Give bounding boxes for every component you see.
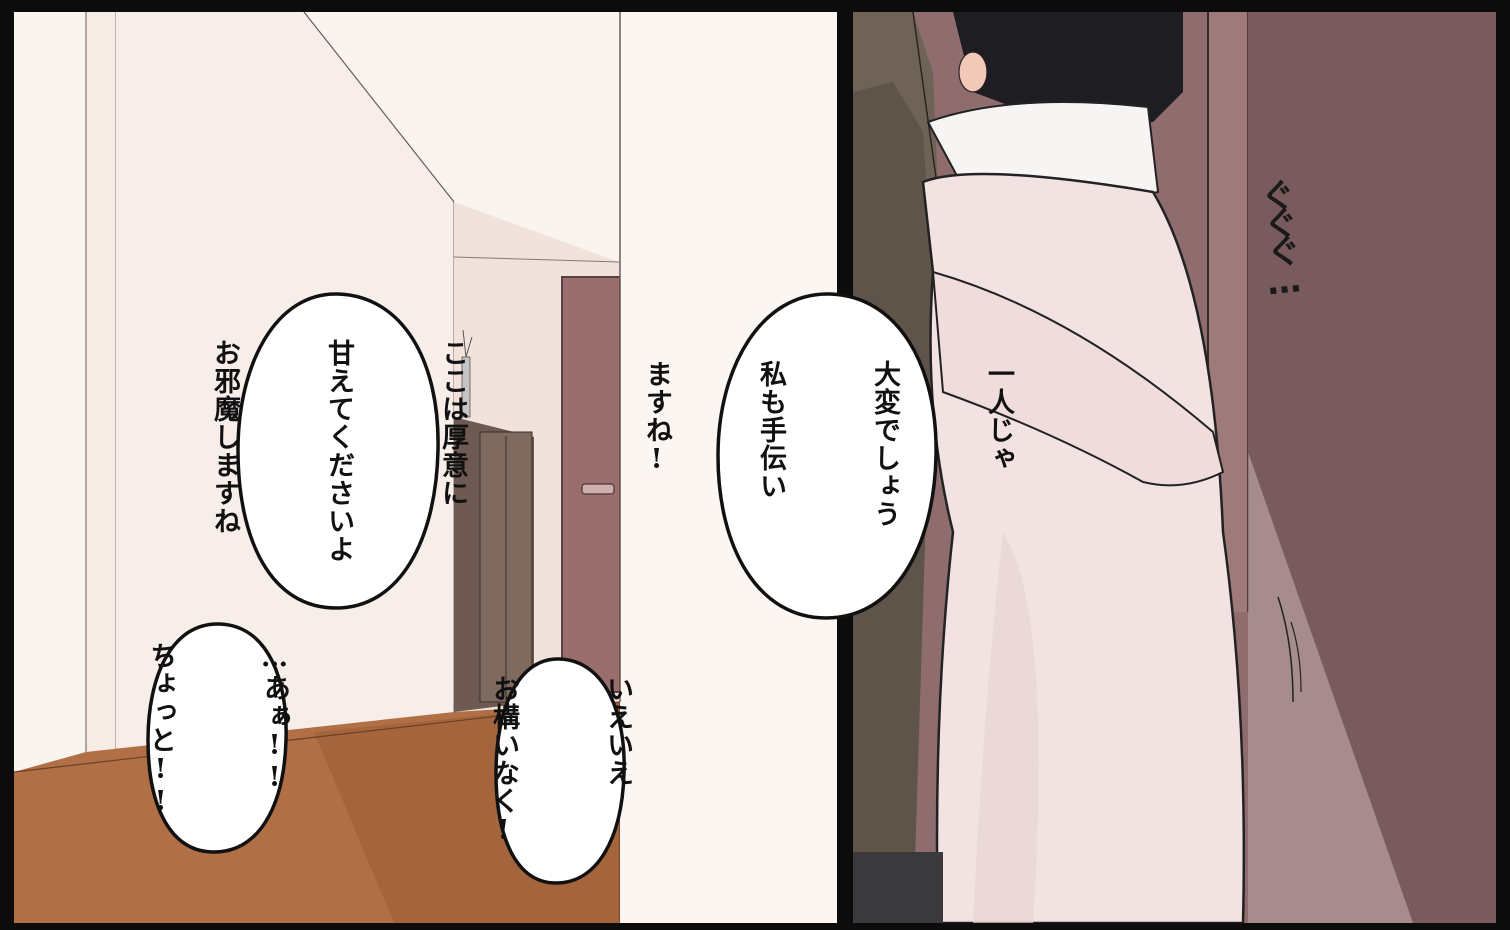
bubble-line: いえいえ [602,675,633,787]
bubble-line: 一人じゃ [983,360,1014,472]
bubble-text-left-bottom: …あぁ!! ちょっと!! [65,642,369,834]
bubble-line: 私も手伝い [755,360,786,500]
bubble-line: 大変でしょう [869,360,900,528]
speech-bubble-center-bottom: いえいえ お構いなく! [488,655,633,887]
bubble-line: お邪魔しますね [209,339,240,535]
bubble-text-center-bottom: いえいえ お構いなく! [408,675,712,867]
bubble-line: ここは厚意に [437,339,468,507]
bubble-line: …あぁ!! [259,642,290,794]
speech-bubble-left-bottom: …あぁ!! ちょっと!! [142,620,292,856]
bubble-outline [494,657,626,885]
panel-doorway [853,12,1496,923]
doorway-scene [853,12,1496,923]
bubble-outline [716,292,938,620]
bubble-line: お構いなく! [488,675,519,847]
bubble-outline [146,622,288,854]
bubble-text-right: 一人じゃ 大変でしょう 私も手伝い ますね! [561,360,1093,552]
bubble-text-left-top: ここは厚意に 甘えてくださいよ お邪魔しますね [129,339,547,563]
bubble-line: ますね! [641,360,672,476]
speech-bubble-right: 一人じゃ 大変でしょう 私も手伝い ますね! [641,290,1014,622]
bubble-line: ちょっと!! [145,642,176,818]
bubble-line: 甘えてくださいよ [323,339,354,563]
speech-bubble-left-top: ここは厚意に 甘えてくださいよ お邪魔しますね [209,290,468,612]
bubble-outline [236,292,440,610]
